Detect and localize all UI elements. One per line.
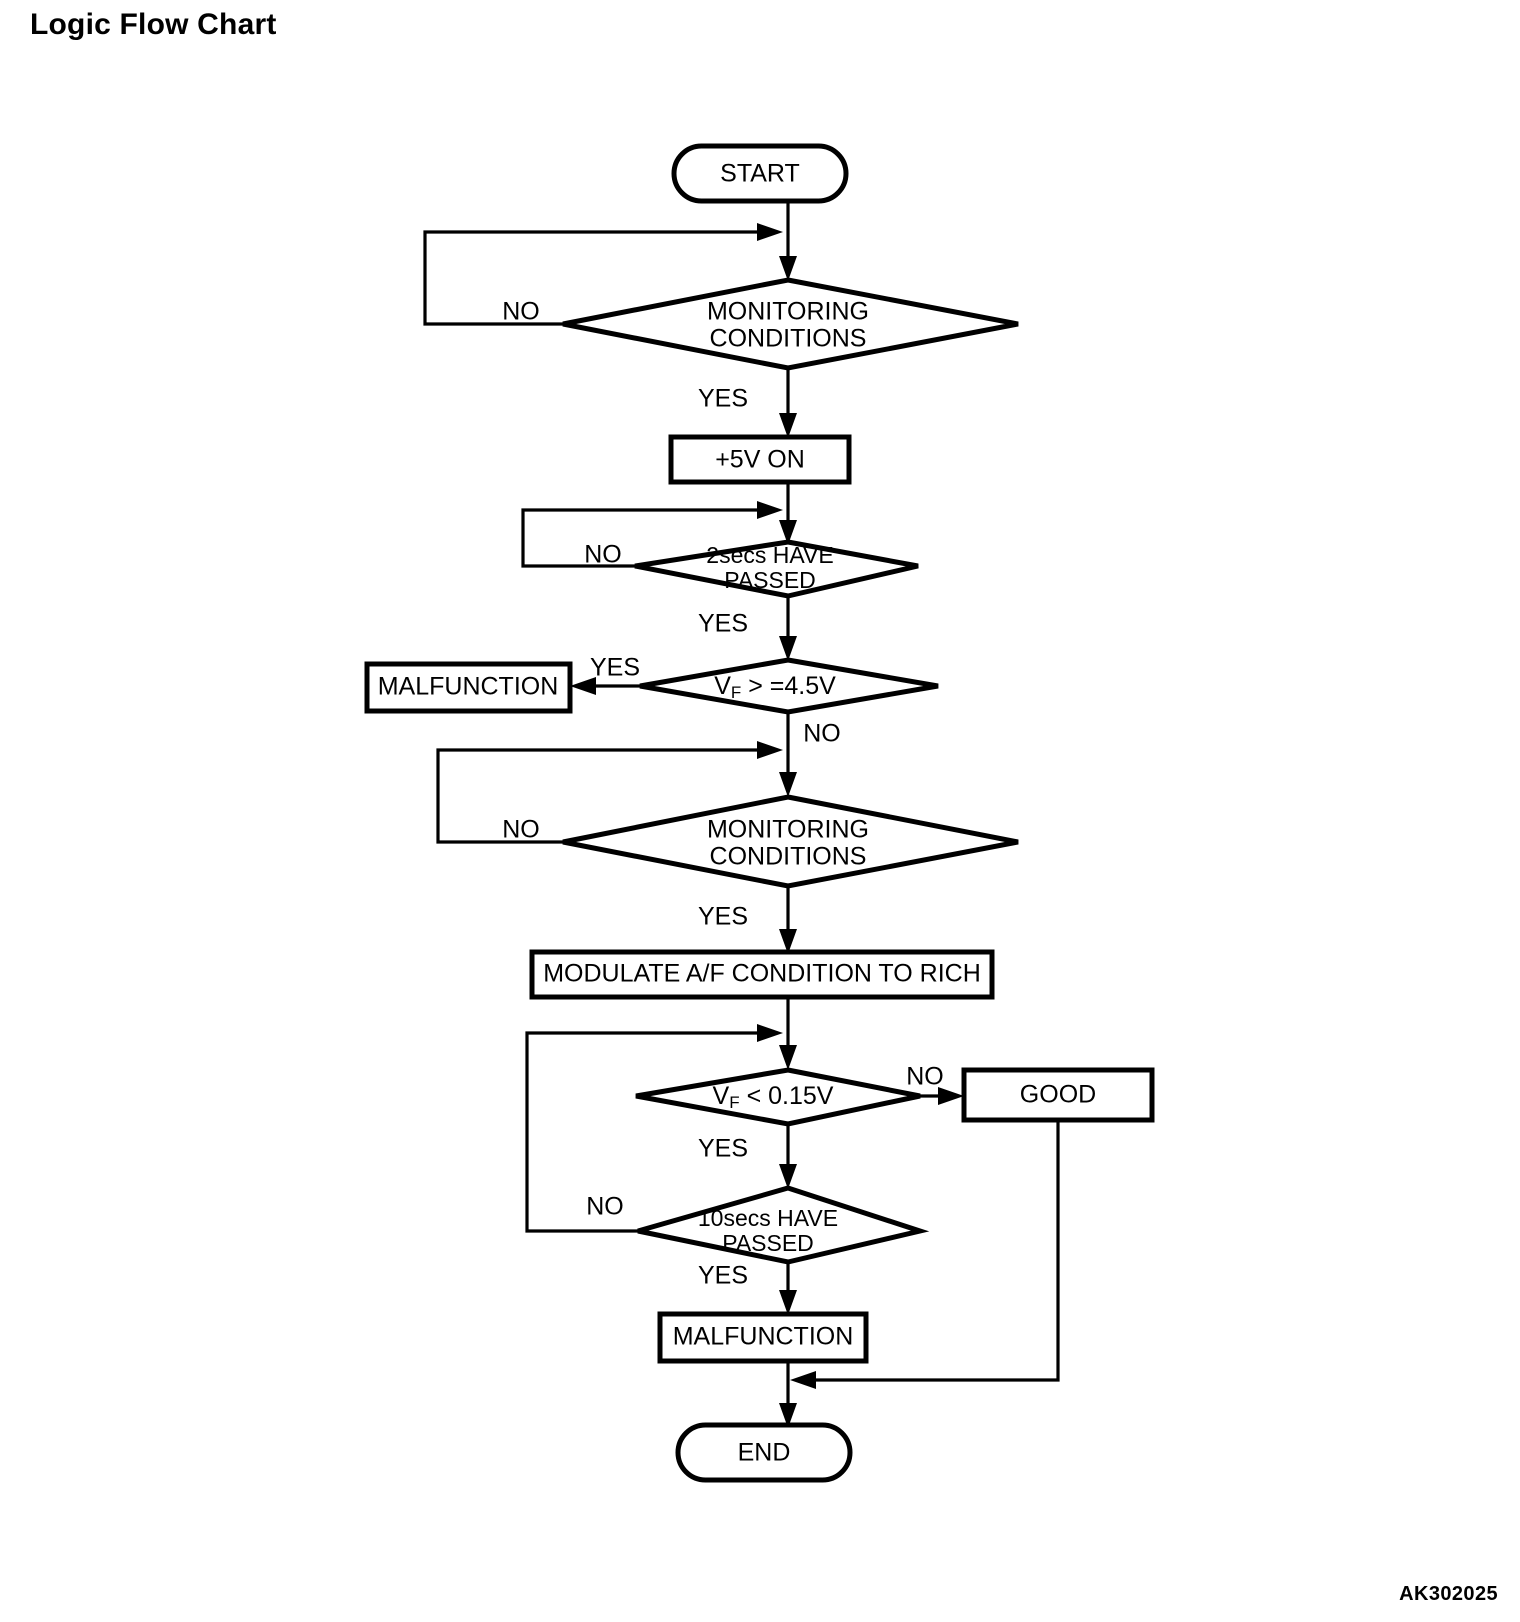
edge-mon2-to-modulate: [779, 888, 797, 954]
page-title: Logic Flow Chart: [30, 8, 277, 41]
edge-label-mon2-yes: YES: [698, 903, 748, 931]
node-modulate: MODULATE A/F CONDITION TO RICH: [529, 949, 995, 1000]
node-start: START: [671, 143, 849, 204]
node-mon1: MONITORING CONDITIONS: [562, 277, 1019, 371]
node-end-label: END: [738, 1439, 791, 1467]
node-secs10: 10secs HAVE PASSED: [637, 1185, 930, 1265]
edge-vf015-to-secs10: [779, 1125, 797, 1189]
node-plus5v: +5V ON: [668, 434, 852, 485]
edge-vf45-to-mon2: [779, 714, 797, 797]
node-vf015-label-sub: F: [729, 1093, 739, 1112]
node-vf45-label-post: > =4.5V: [741, 672, 836, 700]
node-mon1-label-line2: CONDITIONS: [710, 325, 867, 353]
edge-label-mon2-no: NO: [502, 816, 540, 844]
node-vf015: VF < 0.15V: [635, 1067, 921, 1127]
edge-label-secs2-yes: YES: [698, 610, 748, 638]
edge-label-vf45-yes: YES: [590, 654, 640, 682]
node-mon2: MONITORING CONDITIONS: [562, 794, 1019, 889]
node-vf45-label-pre: V: [714, 672, 731, 700]
node-secs10-label-line2: PASSED: [722, 1230, 814, 1256]
node-plus5v-label: +5V ON: [715, 446, 805, 474]
edge-label-secs10-no: NO: [586, 1193, 624, 1221]
edge-label-mon1-yes: YES: [698, 385, 748, 413]
node-vf015-label-post: < 0.15V: [740, 1082, 834, 1110]
node-modulate-label: MODULATE A/F CONDITION TO RICH: [543, 960, 981, 988]
edge-mon1-no-loop: [423, 223, 783, 326]
edge-vf45-to-malfunction1: [570, 677, 640, 695]
node-vf45-label: VF > =4.5V: [714, 672, 836, 703]
node-secs2: 2secs HAVE PASSED: [634, 539, 919, 599]
node-start-label: START: [720, 160, 800, 188]
node-vf015-label: VF < 0.15V: [713, 1082, 834, 1113]
edge-label-secs2-no: NO: [584, 541, 622, 569]
node-malfunction2-label: MALFUNCTION: [673, 1323, 854, 1351]
edge-modulate-to-vf015: [779, 996, 797, 1070]
node-vf45-label-sub: F: [731, 683, 741, 702]
edge-mon2-no-loop: [436, 741, 783, 844]
node-malfunction1: MALFUNCTION: [364, 661, 573, 714]
edge-vf015-to-good: [920, 1087, 964, 1105]
edge-secs10-to-malfunction2: [779, 1263, 797, 1315]
edge-good-to-end-merge: [790, 1120, 1060, 1389]
edge-start-to-mon1: [779, 199, 797, 281]
edge-label-vf015-no: NO: [906, 1063, 944, 1091]
edge-malfunction2-to-end: [779, 1361, 797, 1428]
node-malfunction2: MALFUNCTION: [657, 1311, 869, 1364]
node-end: END: [675, 1422, 853, 1483]
edge-mon1-to-plus5v: [779, 370, 797, 438]
node-secs2-label-line2: PASSED: [724, 567, 816, 593]
edge-label-vf45-no: NO: [803, 720, 841, 748]
node-vf015-label-pre: V: [713, 1082, 730, 1110]
diagram-code: AK302025: [1399, 1583, 1498, 1605]
node-malfunction1-label: MALFUNCTION: [378, 673, 559, 701]
edge-label-secs10-yes: YES: [698, 1262, 748, 1290]
node-mon2-label-line1: MONITORING: [707, 816, 869, 844]
edge-plus5v-to-secs2: [779, 481, 797, 545]
edge-secs2-to-vf45: [779, 598, 797, 661]
edge-label-mon1-no: NO: [502, 298, 540, 326]
node-vf45: VF > =4.5V: [639, 657, 939, 715]
node-secs10-label-line1: 10secs HAVE: [698, 1205, 838, 1231]
node-good: GOOD: [961, 1067, 1155, 1123]
node-mon2-label-line2: CONDITIONS: [710, 843, 867, 871]
node-mon1-label-line1: MONITORING: [707, 298, 869, 326]
node-secs2-label-line1: 2secs HAVE: [706, 542, 833, 568]
edge-secs10-no-loop: [525, 1024, 783, 1233]
edge-secs2-no-loop: [521, 501, 783, 568]
node-good-label: GOOD: [1020, 1081, 1096, 1109]
edge-label-vf015-yes: YES: [698, 1135, 748, 1163]
